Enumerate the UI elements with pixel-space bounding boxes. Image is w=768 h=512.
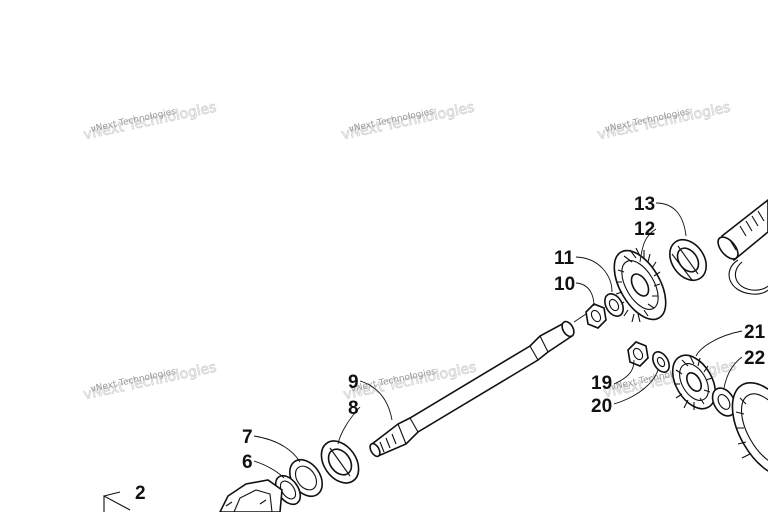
leader-9 [359,380,393,421]
part-11-washer [604,293,624,317]
callout-13: 13 [634,194,655,215]
leader-21 [695,330,743,357]
leader-19 [613,359,635,385]
leader-7 [253,435,301,463]
callout-19: 19 [591,373,612,394]
part-output-shaft-end [717,198,768,262]
leader-8 [337,406,361,445]
part-retaining-clip [728,259,768,295]
part-ring-gear [731,382,768,478]
callout-6: 6 [242,452,253,473]
part-8-bearing [320,440,360,484]
callout-12: 12 [634,219,655,240]
watermark: vNext Technologies vNext Technologies [596,99,732,144]
callout-2: 2 [135,483,146,504]
callout-7: 7 [242,427,253,448]
part-19-nut [627,341,649,367]
part-13-bearing [669,238,707,282]
callout-21: 21 [744,322,766,343]
leader-22 [723,356,743,389]
part-21-pinion-gear [671,354,717,410]
callout-8: 8 [348,398,359,419]
watermark: vNext Technologies vNext Technologies [82,99,218,144]
callout-20: 20 [591,396,612,417]
watermark: vNext Technologies vNext Technologies [340,99,476,144]
part-2-bracket [103,491,131,512]
leader-12 [639,228,657,263]
leader-20 [613,369,659,405]
leader-11 [575,256,613,293]
leader-lines [253,202,743,479]
callout-10: 10 [554,274,575,295]
leader-13 [655,202,687,237]
callout-labels: 2 6 7 8 9 10 11 12 13 19 20 21 22 [135,194,766,504]
part-10-nut [585,303,607,329]
callout-11: 11 [554,248,575,269]
part-22-washer [711,387,737,417]
leader-6 [253,460,285,479]
callout-22: 22 [744,348,765,369]
part-20-washer [652,351,670,373]
part-housing [219,479,283,512]
part-9-drive-shaft [369,320,575,458]
part-12-bevel-gear [613,247,667,323]
watermark: vNext Technologies vNext Technologies [82,359,218,404]
axis-line [573,313,587,323]
callout-9: 9 [348,372,359,393]
leader-10 [575,282,595,307]
